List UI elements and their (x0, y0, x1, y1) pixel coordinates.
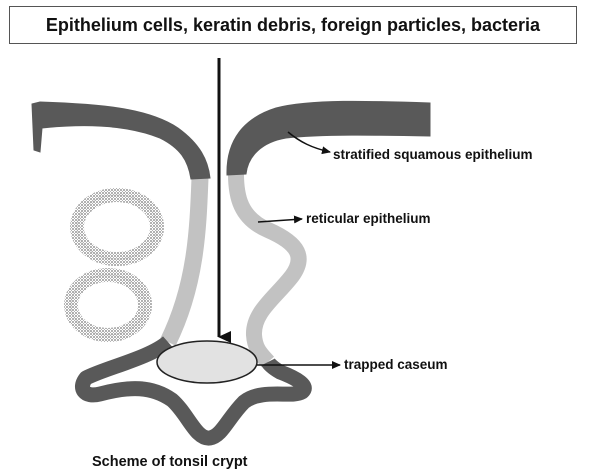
stratified-epithelium-right (227, 101, 430, 175)
lymph-follicle-lower (71, 275, 145, 335)
stratified-epithelium-left (32, 102, 210, 179)
label-trapped-caseum: trapped caseum (344, 357, 448, 372)
reticular-epithelium-left (168, 178, 200, 342)
trapped-caseum (157, 341, 257, 383)
caption: Scheme of tonsil crypt (92, 454, 248, 470)
reticular-epithelium-right (236, 174, 299, 362)
lymph-follicle-upper (77, 195, 157, 259)
label-reticular-epithelium: reticular epithelium (306, 211, 431, 226)
label-stratified-epithelium: stratified squamous epithelium (333, 147, 533, 162)
